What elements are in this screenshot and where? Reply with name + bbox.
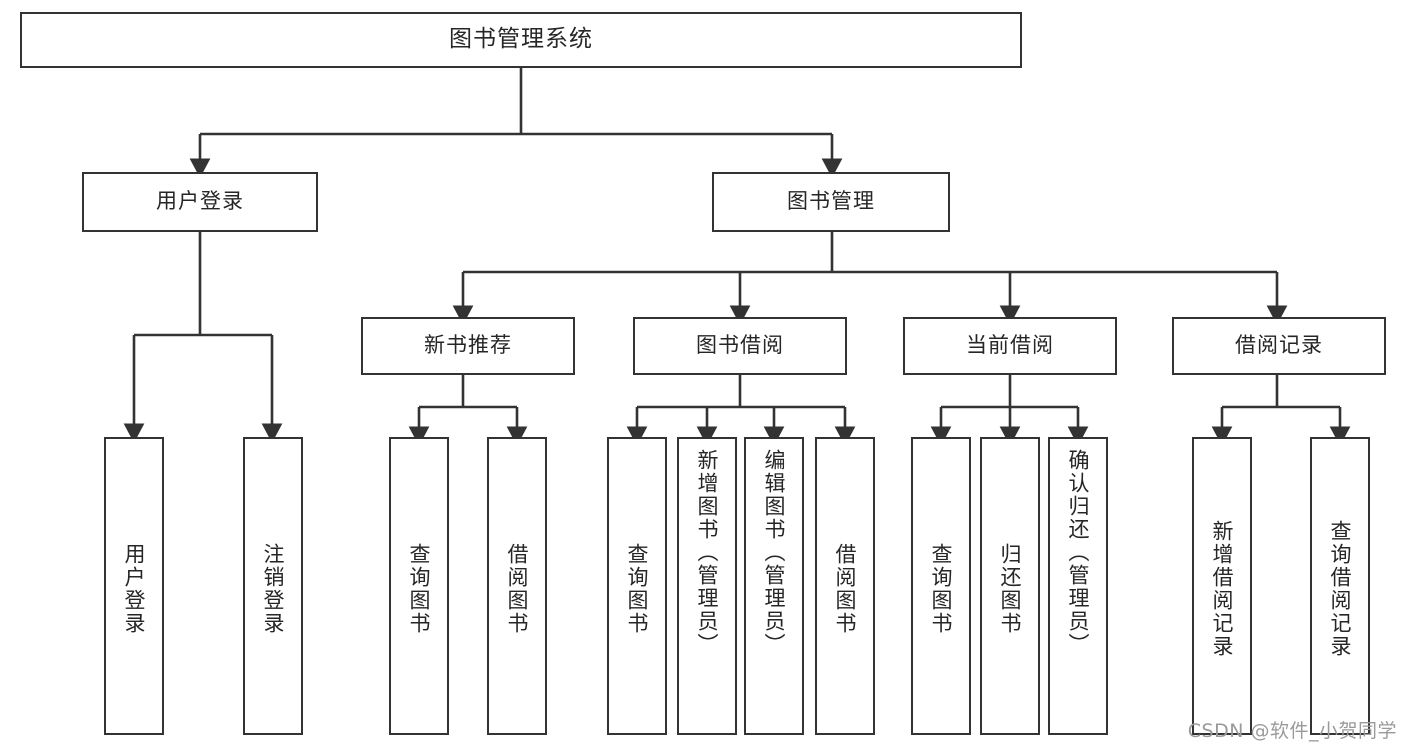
vertical-text-wrap: 查询图书 — [391, 445, 447, 733]
node-leaf-add-borrow-record[interactable]: 新增借阅记录 — [1192, 437, 1252, 735]
node-root-book-management-system[interactable]: 图书管理系统 — [20, 12, 1022, 68]
vertical-text-wrap: 用户登录 — [106, 445, 162, 733]
node-label: 查询借阅记录 — [1328, 520, 1353, 658]
vertical-text-wrap: 新增图书（管理员） — [679, 445, 735, 737]
node-label: 查询图书 — [407, 543, 432, 635]
node-label: 确认归还（管理员） — [1066, 449, 1091, 656]
vertical-text-wrap: 新增借阅记录 — [1194, 445, 1250, 733]
node-label: 新书推荐 — [424, 333, 512, 358]
node-borrow-record[interactable]: 借阅记录 — [1172, 317, 1386, 375]
node-label: 图书借阅 — [696, 333, 784, 358]
node-label: 查询图书 — [929, 543, 954, 635]
node-label: 用户登录 — [156, 189, 244, 214]
node-label: 归还图书 — [998, 543, 1023, 635]
node-label: 新增图书（管理员） — [695, 449, 720, 656]
vertical-text-wrap: 编辑图书（管理员） — [746, 445, 802, 737]
node-user-login[interactable]: 用户登录 — [82, 172, 318, 232]
node-label: 新增借阅记录 — [1210, 520, 1235, 658]
node-leaf-borrow-book-2[interactable]: 借阅图书 — [815, 437, 875, 735]
node-leaf-query-book-2[interactable]: 查询图书 — [607, 437, 667, 735]
node-new-book-recommend[interactable]: 新书推荐 — [361, 317, 575, 375]
node-label: 编辑图书（管理员） — [762, 449, 787, 656]
node-label: 查询图书 — [625, 543, 650, 635]
node-leaf-query-borrow-record[interactable]: 查询借阅记录 — [1310, 437, 1370, 735]
vertical-text-wrap: 查询借阅记录 — [1312, 445, 1368, 733]
node-label: 图书管理系统 — [449, 26, 593, 53]
node-book-manage[interactable]: 图书管理 — [712, 172, 950, 232]
node-leaf-edit-book[interactable]: 编辑图书（管理员） — [744, 437, 804, 735]
node-label: 借阅记录 — [1235, 333, 1323, 358]
node-book-borrow[interactable]: 图书借阅 — [633, 317, 847, 375]
node-label: 图书管理 — [787, 189, 875, 214]
vertical-text-wrap: 归还图书 — [982, 445, 1038, 733]
node-label: 当前借阅 — [966, 333, 1054, 358]
node-leaf-confirm-return[interactable]: 确认归还（管理员） — [1048, 437, 1108, 735]
node-leaf-logout-login[interactable]: 注销登录 — [243, 437, 303, 735]
vertical-text-wrap: 查询图书 — [913, 445, 969, 733]
node-leaf-add-book[interactable]: 新增图书（管理员） — [677, 437, 737, 735]
vertical-text-wrap: 注销登录 — [245, 445, 301, 733]
node-label: 注销登录 — [261, 543, 286, 635]
node-leaf-query-book-3[interactable]: 查询图书 — [911, 437, 971, 735]
node-current-borrow[interactable]: 当前借阅 — [903, 317, 1117, 375]
node-label: 借阅图书 — [505, 543, 530, 635]
node-label: 借阅图书 — [833, 543, 858, 635]
node-leaf-return-book[interactable]: 归还图书 — [980, 437, 1040, 735]
node-leaf-borrow-book-1[interactable]: 借阅图书 — [487, 437, 547, 735]
node-leaf-query-book-1[interactable]: 查询图书 — [389, 437, 449, 735]
vertical-text-wrap: 借阅图书 — [489, 445, 545, 733]
node-leaf-user-login[interactable]: 用户登录 — [104, 437, 164, 735]
node-label: 用户登录 — [122, 543, 147, 635]
vertical-text-wrap: 查询图书 — [609, 445, 665, 733]
watermark-text: CSDN @软件_小贺同学 — [1187, 720, 1397, 742]
vertical-text-wrap: 确认归还（管理员） — [1050, 445, 1106, 737]
vertical-text-wrap: 借阅图书 — [817, 445, 873, 733]
